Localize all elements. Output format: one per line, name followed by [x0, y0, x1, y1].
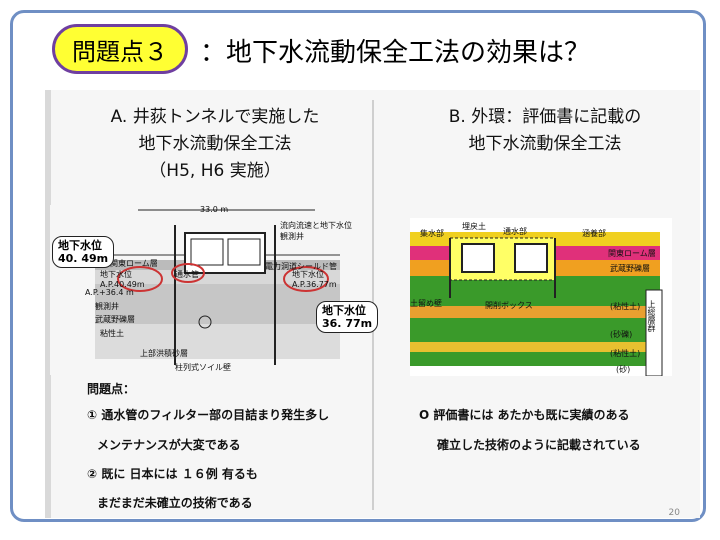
- silt-label: 粘性土: [100, 329, 124, 338]
- shield-pipe-label: 電力洞道シールド管: [265, 262, 337, 271]
- panel-a-title-line-2: 地下水流動保全工法: [138, 134, 292, 154]
- groundwater-callout-left: 地下水位 40. 49m: [52, 236, 115, 268]
- pass-label: 通水部: [503, 227, 527, 236]
- loam-label: 関東ローム層: [110, 259, 158, 268]
- panel-a-title-line-1: A. 井荻トンネルで実施した: [110, 107, 320, 127]
- issue-1: ① 通水管のフィルター部の目詰まり発生多し: [87, 408, 330, 422]
- gravel-label-b: 武蔵野礫層: [610, 264, 650, 273]
- water-pipe-label: 通水管: [175, 270, 199, 279]
- slide-title: ：地下水流動保全工法の効果は？: [200, 38, 591, 68]
- observation-note: 流向流速と地下水位 観測井: [280, 221, 352, 241]
- sand-label: 上部洪積砂層: [140, 349, 188, 358]
- panel-b-title-line-1: B. 外環：評価書に記載の: [448, 107, 642, 127]
- loam-label-b: 関東ローム層: [608, 249, 656, 258]
- right-level-label: 地下水位 A.P.36.77m: [292, 270, 337, 289]
- recharge-label: 涵養部: [582, 229, 606, 238]
- panel-b-diagram: [410, 218, 672, 376]
- panel-b-title: B. 外環：評価書に記載の 地下水流動保全工法: [400, 104, 690, 158]
- box-label: 開削ボックス: [485, 301, 533, 310]
- panel-a-title-line-3: （H5, H6 実施）: [149, 161, 281, 181]
- panel-b-title-line-2: 地下水流動保全工法: [468, 134, 622, 154]
- issue-2b: まだまだ未確立の技術である: [97, 496, 253, 510]
- page-number: 20: [668, 508, 680, 518]
- issue-1b: メンテナンスが大変である: [97, 438, 241, 452]
- right-band-label: 上総層群: [647, 300, 656, 332]
- note-2: 確立した技術のように記載されている: [437, 438, 641, 452]
- badge-label: 問題点３: [72, 37, 168, 66]
- panel-a-title: A. 井荻トンネルで実施した 地下水流動保全工法 （H5, H6 実施）: [80, 104, 350, 185]
- bottom-note: 柱列式ソイル壁: [175, 363, 231, 372]
- clay1-label: (粘性土): [610, 302, 641, 311]
- clay2-label: (粘性土): [610, 349, 641, 358]
- sand1-label: (砂礫): [610, 330, 633, 339]
- groundwater-callout-right: 地下水位 36. 77m: [316, 301, 379, 333]
- retaining-label: 土留め壁: [410, 299, 442, 308]
- ap-label: A.P.+36.4 m: [85, 288, 134, 297]
- scan-edge: [45, 90, 51, 518]
- slide-frame: [10, 10, 706, 522]
- width-label: 33.0 m: [200, 205, 229, 214]
- sand2-label: (砂): [616, 365, 631, 374]
- issue-2: ② 既に 日本には １６例 有るも: [87, 467, 258, 481]
- well-label: 観測井: [95, 302, 119, 311]
- note-1: O 評価書には あたかも既に実績のある: [419, 408, 630, 422]
- title-badge: 問題点３: [52, 24, 188, 74]
- fill-soil-label: 埋戻土: [462, 222, 486, 231]
- left-level-label: 地下水位 A.P.40.49m: [100, 270, 145, 289]
- panel-a-diagram: [50, 205, 370, 375]
- collect-label: 集水部: [420, 229, 444, 238]
- issues-heading: 問題点：: [87, 382, 136, 396]
- gravel-label: 武蔵野礫層: [95, 315, 135, 324]
